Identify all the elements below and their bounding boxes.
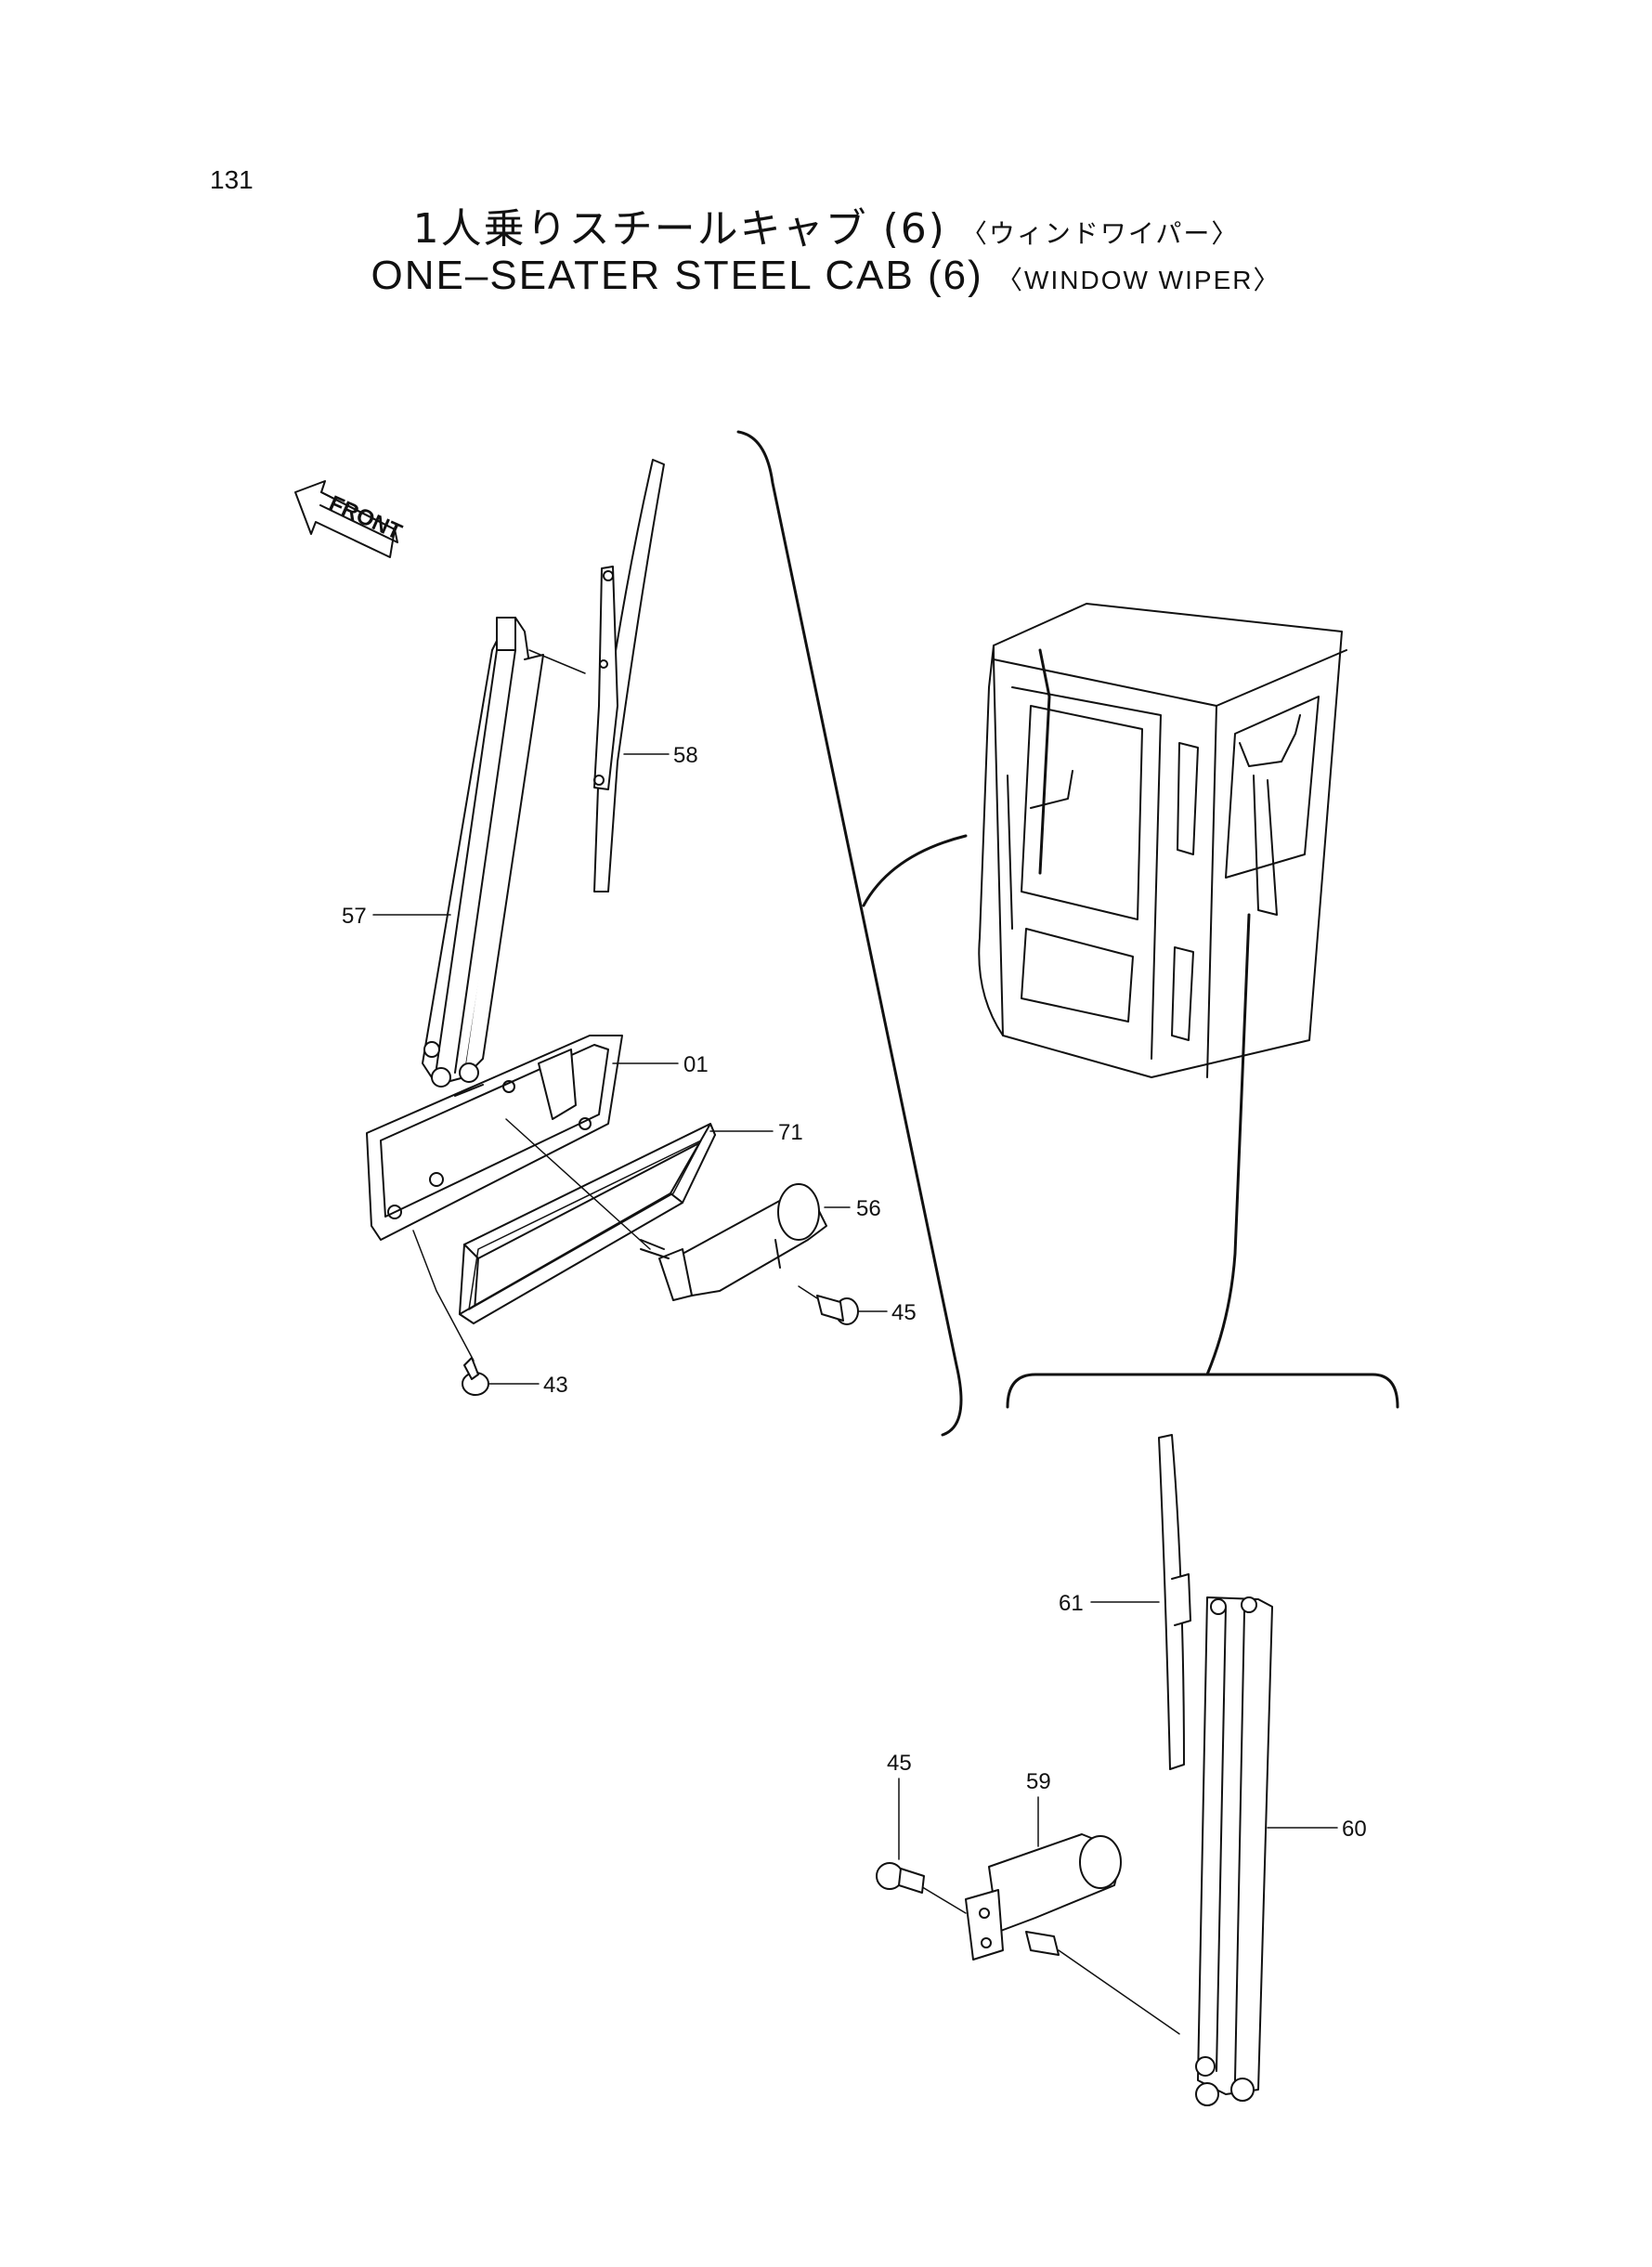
group-bracket-left bbox=[736, 430, 963, 1437]
group-bracket-right bbox=[1006, 1373, 1399, 1409]
callout-43: 43 bbox=[543, 1373, 568, 1398]
callout-61: 61 bbox=[1059, 1591, 1084, 1616]
callout-45-lower: 45 bbox=[887, 1751, 912, 1776]
front-arrow-icon: FRONT bbox=[294, 480, 406, 558]
wiper-blade-61 bbox=[1158, 1434, 1191, 1770]
cab-illustration bbox=[978, 603, 1347, 1078]
callout-60: 60 bbox=[1342, 1817, 1367, 1842]
title-japanese-main: 1人乗りスチールキャブ (6) bbox=[412, 205, 946, 253]
bolt-45-lower bbox=[876, 1862, 925, 1894]
wiper-arm-60 bbox=[1195, 1596, 1273, 2106]
page-number: 131 bbox=[210, 165, 254, 194]
wiper-blade-58 bbox=[593, 459, 665, 892]
callout-56: 56 bbox=[856, 1196, 881, 1221]
callout-45-upper: 45 bbox=[891, 1300, 917, 1325]
title-english-main: ONE–SEATER STEEL CAB (6) bbox=[371, 253, 983, 298]
title-english-sub: 〈WINDOW WIPER〉 bbox=[996, 266, 1281, 294]
callout-01: 01 bbox=[683, 1052, 709, 1077]
callout-71: 71 bbox=[778, 1120, 803, 1145]
wiper-motor-56 bbox=[640, 1183, 827, 1301]
title-japanese-sub: 〈ウィンドワイパー〉 bbox=[960, 218, 1240, 249]
seal-71 bbox=[459, 1123, 716, 1324]
bolt-45-upper bbox=[816, 1295, 859, 1325]
cover-plate-01 bbox=[366, 1035, 623, 1241]
callout-58: 58 bbox=[673, 743, 698, 768]
bolt-43 bbox=[462, 1357, 489, 1396]
title-japanese: 1人乗りスチールキャブ (6) 〈ウィンドワイパー〉 bbox=[0, 195, 1652, 254]
wiper-motor-59 bbox=[965, 1833, 1122, 1961]
wiper-arm-57 bbox=[422, 617, 544, 1088]
title-english: ONE–SEATER STEEL CAB (6) 〈WINDOW WIPER〉 bbox=[0, 253, 1652, 299]
callout-57: 57 bbox=[342, 904, 367, 929]
callout-59: 59 bbox=[1026, 1769, 1051, 1794]
